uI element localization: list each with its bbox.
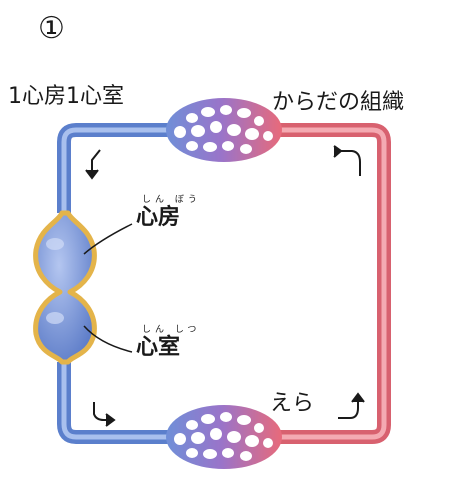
body-capillary-bed [166, 98, 282, 162]
atrium-text: 心房 [136, 205, 181, 230]
flow-arrow-icon [333, 145, 361, 176]
body-tissues-label: からだの組織 [272, 90, 405, 115]
gill-capillary-bed [166, 405, 282, 469]
atrium-highlight [46, 238, 64, 250]
ventricle-leader-line [83, 325, 133, 353]
atrium-leader-line [83, 223, 133, 255]
heart [33, 210, 97, 365]
ventricle-ruby: しん しつ [142, 325, 201, 335]
deoxygenated-vessel [57, 123, 176, 444]
diagram-title: 1心房1心室 [8, 84, 124, 109]
atrium-label: しん ぼう 心房 [136, 196, 201, 229]
figure-number: ① [38, 11, 65, 46]
flow-arrow-icon [85, 149, 101, 180]
ventricle-text: 心室 [136, 335, 181, 360]
ventricle-highlight [46, 312, 64, 324]
flow-arrow-icon [338, 392, 365, 419]
gills-label: えら [270, 391, 315, 416]
ventricle-label: しん しつ 心室 [136, 326, 200, 359]
oxygenated-vessel [270, 123, 391, 444]
atrium-ruby: しん ぼう [142, 195, 201, 205]
flow-arrow-icon [93, 402, 116, 427]
